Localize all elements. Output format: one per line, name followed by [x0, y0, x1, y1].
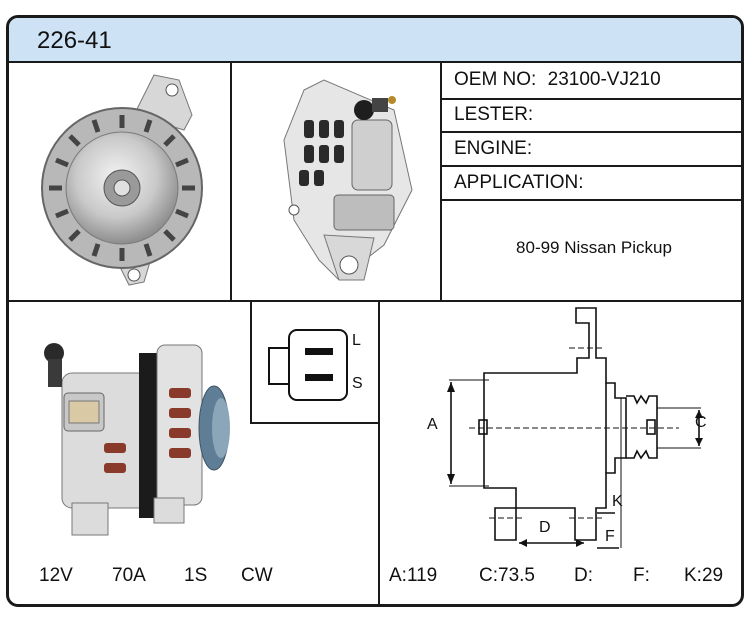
oem-row: OEM NO: 23100-VJ210: [454, 69, 661, 91]
col-divider-2: [440, 63, 442, 300]
engine-label: ENGINE:: [454, 138, 533, 159]
dimension-drawing: [447, 307, 703, 549]
alternator-back-photo: [283, 79, 413, 281]
plug-pin-s: S: [352, 375, 363, 392]
spec-groove: 1S: [184, 565, 208, 586]
dim-label-a: A: [427, 416, 438, 433]
dimension-k: K:29: [684, 565, 724, 586]
spec-voltage: 12V: [39, 565, 73, 586]
dimension-d: D:: [574, 565, 593, 586]
col-divider-3: [378, 300, 380, 604]
spec-amperage: 70A: [112, 565, 146, 586]
dimension-a: A:119: [389, 565, 438, 586]
plug-connector-icon: [268, 329, 348, 401]
dimension-f: F:: [633, 565, 650, 586]
plug-box-left: [250, 300, 252, 424]
info-divider-3: [440, 165, 741, 167]
info-divider-4: [440, 199, 741, 201]
info-divider-1: [440, 98, 741, 100]
part-code: 226-41: [37, 27, 112, 54]
dim-label-k: K: [612, 493, 623, 510]
spec-rotation: CW: [241, 565, 273, 586]
plug-pin-l: L: [352, 332, 361, 349]
application-value: 80-99 Nissan Pickup: [516, 238, 672, 257]
dim-label-f: F: [605, 528, 615, 545]
dimension-c: C:73.5: [479, 565, 535, 586]
application-label: APPLICATION:: [454, 172, 584, 193]
header-bar: 226-41: [9, 18, 741, 63]
col-divider-1: [230, 63, 232, 300]
info-divider-2: [440, 131, 741, 133]
alternator-side-photo: [44, 343, 230, 536]
lester-label: LESTER:: [454, 104, 534, 125]
dim-label-d: D: [539, 519, 551, 536]
oem-value: 23100-VJ210: [547, 69, 661, 90]
plug-box-bottom: [250, 422, 378, 424]
dim-label-c: C: [695, 414, 707, 431]
alternator-front-photo: [41, 74, 203, 286]
oem-label: OEM NO:: [454, 69, 537, 90]
spec-sheet: 226-41 OEM NO: 23100-VJ210 LESTER: ENGIN…: [6, 15, 744, 607]
row-divider: [9, 300, 741, 302]
